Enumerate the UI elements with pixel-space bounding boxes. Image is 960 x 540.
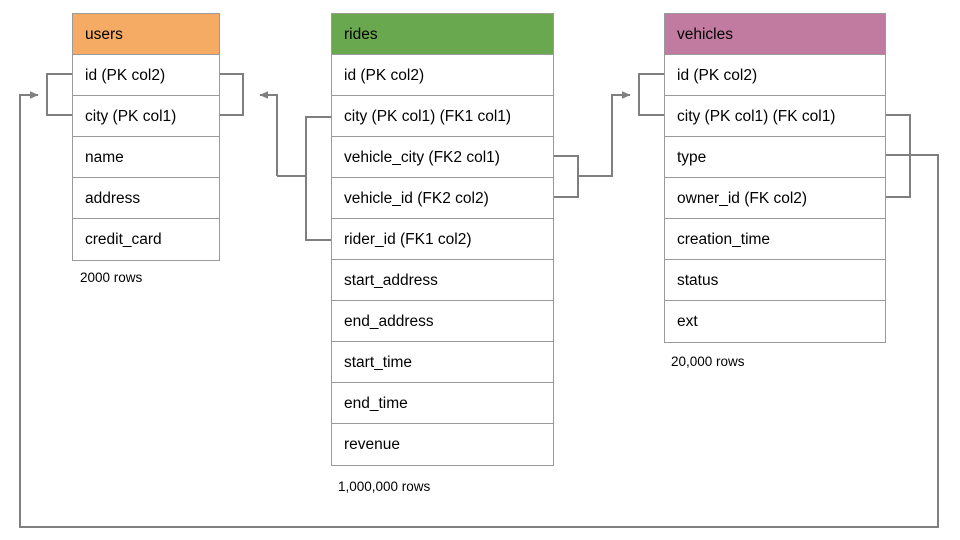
field-users-name: name (73, 137, 219, 178)
connector-users-left-bracket (46, 73, 72, 116)
field-vehicles-id: id (PK col2) (665, 55, 885, 96)
field-users-id: id (PK col2) (73, 55, 219, 96)
connector-rides-vehicle-to-vehicles (578, 91, 631, 177)
connector-vehicles-right-bracket (886, 114, 911, 198)
field-users-address: address (73, 178, 219, 219)
field-vehicles-creation-time: creation_time (665, 219, 885, 260)
field-rides-end-address: end_address (332, 301, 553, 342)
entity-table-users[interactable]: users id (PK col2) city (PK col1) name a… (72, 13, 220, 261)
field-rides-vehicle-city: vehicle_city (FK2 col1) (332, 137, 553, 178)
field-users-credit-card: credit_card (73, 219, 219, 260)
connector-vehicles-left-bracket (638, 73, 664, 116)
connector-rides-left-bracket (305, 116, 331, 241)
field-vehicles-status: status (665, 260, 885, 301)
field-rides-rider-id: rider_id (FK1 col2) (332, 219, 553, 260)
field-rides-revenue: revenue (332, 424, 553, 465)
field-rides-start-address: start_address (332, 260, 553, 301)
connector-rides-right-bracket (554, 155, 579, 198)
field-vehicles-owner-id: owner_id (FK col2) (665, 178, 885, 219)
connector-rides-rider-to-users (259, 91, 278, 176)
table-header-rides: rides (332, 14, 553, 55)
field-vehicles-ext: ext (665, 301, 885, 342)
field-rides-city: city (PK col1) (FK1 col1) (332, 96, 553, 137)
row-count-users: 2000 rows (80, 270, 143, 285)
table-header-vehicles: vehicles (665, 14, 885, 55)
entity-table-vehicles[interactable]: vehicles id (PK col2) city (PK col1) (FK… (664, 13, 886, 343)
table-header-users: users (73, 14, 219, 55)
field-vehicles-type: type (665, 137, 885, 178)
row-count-vehicles: 20,000 rows (671, 354, 745, 369)
entity-table-rides[interactable]: rides id (PK col2) city (PK col1) (FK1 c… (331, 13, 554, 466)
field-rides-vehicle-id: vehicle_id (FK2 col2) (332, 178, 553, 219)
field-vehicles-city: city (PK col1) (FK col1) (665, 96, 885, 137)
connector-users-right-bracket (220, 73, 244, 116)
field-rides-id: id (PK col2) (332, 55, 553, 96)
field-users-city: city (PK col1) (73, 96, 219, 137)
field-rides-start-time: start_time (332, 342, 553, 383)
field-rides-end-time: end_time (332, 383, 553, 424)
row-count-rides: 1,000,000 rows (338, 479, 431, 494)
